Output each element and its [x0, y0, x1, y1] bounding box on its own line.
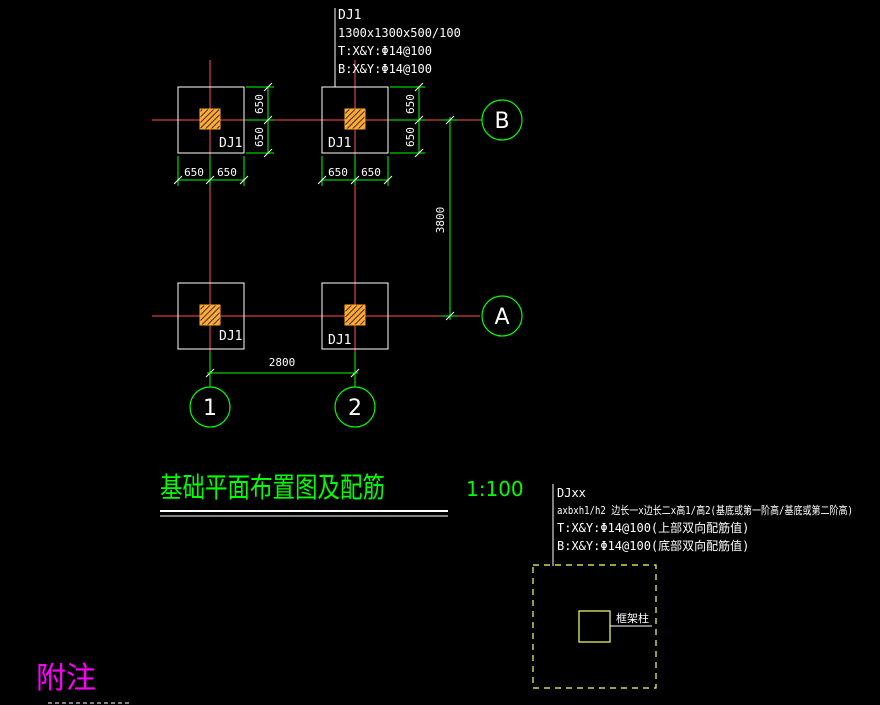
footing-outline: [321, 282, 389, 350]
footing-outline: [321, 86, 389, 154]
legend-column-label: 框架柱: [616, 611, 649, 625]
axis-bubble-b-label: B: [494, 109, 509, 134]
dim-row-spacing: 3800: [434, 207, 447, 234]
title-main: 基础平面布置图及配筋: [160, 471, 385, 504]
legend-line-3: T:X&Y:Φ14@100(上部双向配筋值): [557, 520, 749, 535]
footing-b1: DJ1: [177, 86, 245, 154]
callout-line-1: DJ1: [338, 8, 361, 23]
axis-bubble-2-label: 2: [348, 396, 362, 421]
axis-bubble-a-label: A: [494, 305, 509, 330]
footing-outline: [177, 86, 245, 154]
dim-top-left-vert-lower: 650: [253, 127, 266, 147]
footing-a1: DJ1: [177, 282, 245, 350]
dim-top-right-horiz-right: 650: [361, 166, 381, 179]
legend-column: [578, 610, 611, 643]
dim-top-left-horiz-right: 650: [217, 166, 237, 179]
dimension-ticks: [173, 82, 455, 378]
dim-top-left-horiz-left: 650: [184, 166, 204, 179]
dimension-labels: 650 650 650 650 650 650 650 650 3800 280…: [184, 94, 447, 369]
axis-bubble-2: [334, 386, 376, 428]
callout-line-2: 1300x1300x500/100: [338, 26, 461, 40]
title-scale: 1:100: [466, 477, 524, 501]
axis-bubble-a: [481, 295, 523, 337]
axis-bubble-1-label: 1: [203, 396, 217, 421]
column-hatch: [199, 304, 221, 326]
footings: DJ1 DJ1 DJ1 DJ1: [177, 86, 389, 350]
axis-bubbles: B A 1 2: [189, 99, 523, 428]
note-heading: 附注: [36, 661, 96, 696]
axis-bubble-b: [481, 99, 523, 141]
notes: 附注: [36, 661, 132, 704]
footing-legend: DJxx axbxh1/h2 边长一x边长二x高1/高2(基底或第一阶高/基底或…: [532, 484, 853, 689]
drawing-title: 基础平面布置图及配筋 1:100: [160, 471, 524, 517]
column-hatch: [199, 108, 221, 130]
legend-footing-outline: [532, 564, 657, 689]
legend-line-1: DJxx: [557, 486, 586, 500]
footing-label: DJ1: [219, 329, 242, 344]
callout-line-4: B:X&Y:Φ14@100: [338, 62, 432, 76]
column-hatch: [344, 304, 366, 326]
dim-top-right-horiz-left: 650: [328, 166, 348, 179]
dim-top-left-vert-upper: 650: [253, 94, 266, 114]
footing-callout: DJ1 1300x1300x500/100 T:X&Y:Φ14@100 B:X&…: [334, 8, 461, 87]
column-hatch: [344, 108, 366, 130]
footing-b2: DJ1: [321, 86, 389, 154]
footing-a2: DJ1: [321, 282, 389, 350]
legend-line-2: axbxh1/h2 边长一x边长二x高1/高2(基底或第一阶高/基底或第二阶高): [557, 503, 853, 517]
dim-top-right-vert-lower: 650: [404, 127, 417, 147]
dim-col-spacing: 2800: [269, 356, 296, 369]
dim-top-right-vert-upper: 650: [404, 94, 417, 114]
footing-label: DJ1: [219, 136, 242, 151]
footing-label: DJ1: [328, 136, 351, 151]
footing-label: DJ1: [328, 333, 351, 348]
callout-line-3: T:X&Y:Φ14@100: [338, 44, 432, 58]
footing-outline: [177, 282, 245, 350]
axis-bubble-1: [189, 386, 231, 428]
legend-line-4: B:X&Y:Φ14@100(底部双向配筋值): [557, 538, 749, 553]
